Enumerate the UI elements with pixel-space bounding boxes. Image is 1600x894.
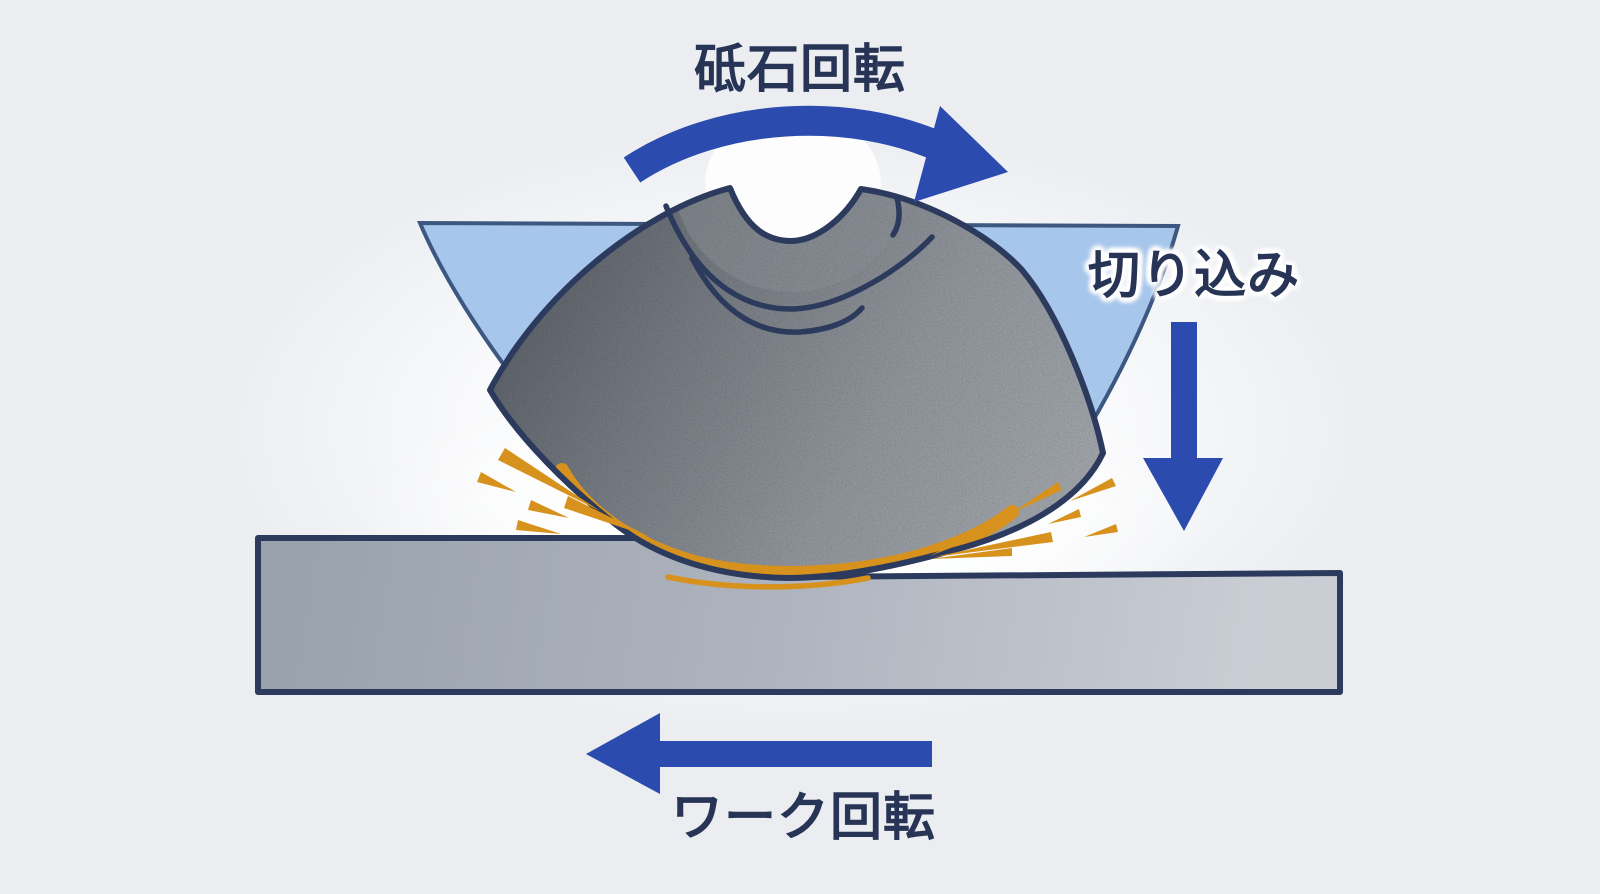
hot-rim-under [665, 574, 871, 590]
infeed-arrow [1143, 322, 1223, 531]
wheel-rotation-arrow [623, 105, 1008, 202]
infeed-label: 切り込み [1088, 247, 1301, 305]
wheel-hub-rings [663, 195, 935, 335]
wheel-rotation-label: 砥石回転 [694, 41, 907, 99]
spark-burst-left [477, 448, 650, 537]
arrows [586, 105, 1223, 794]
work-rotation-arrow [586, 713, 932, 794]
work-rotation-label: ワーク回転 [671, 789, 937, 847]
wheel-seam [890, 195, 902, 238]
spark-burst-right [930, 478, 1118, 559]
